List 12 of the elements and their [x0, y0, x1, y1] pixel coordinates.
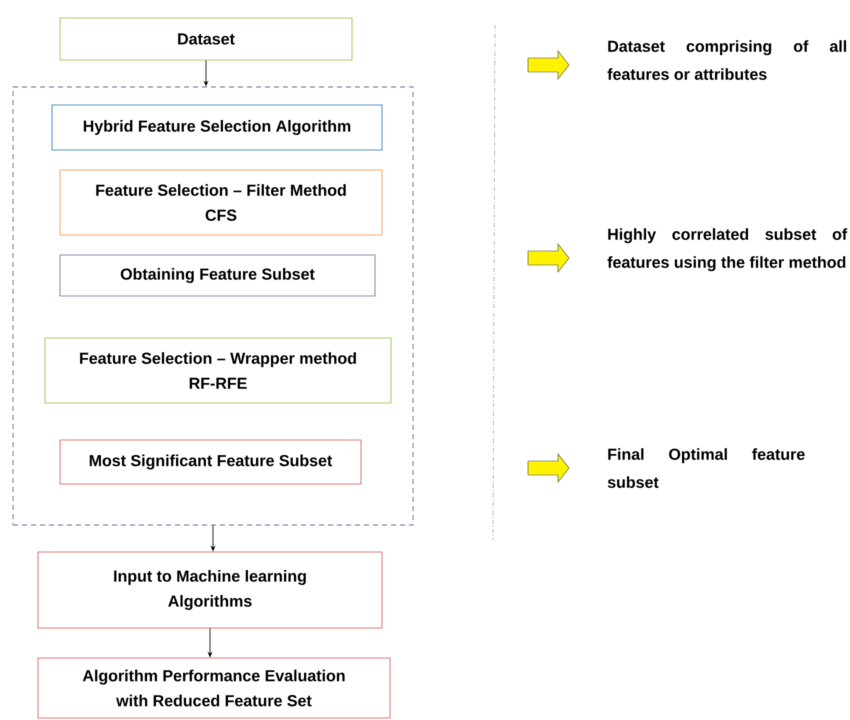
process-box: Feature Selection – Filter Method CFS	[60, 170, 382, 236]
process-box: Dataset	[60, 18, 352, 60]
process-box: Most Significant Feature Subset	[60, 440, 362, 484]
note-text: Dataset comprising of all features or attributes	[607, 40, 846, 80]
process-box: Hybrid Feature Selection Algorithm	[52, 104, 382, 150]
process-box: Input to Machine learning Algorithms	[38, 552, 382, 628]
process-box: Algorithm Performance Evaluation with Reduced Feature Set	[38, 658, 390, 718]
process-box: Feature Selection – Wrapper method RF-RFE	[44, 338, 392, 404]
note-text: Highly correlated subset of features using the filter method	[607, 228, 848, 272]
dashed-group-box	[12, 86, 414, 526]
process-box: Obtaining Feature Subset	[60, 254, 376, 296]
note-text: Final Optimal feature subset	[608, 448, 805, 488]
